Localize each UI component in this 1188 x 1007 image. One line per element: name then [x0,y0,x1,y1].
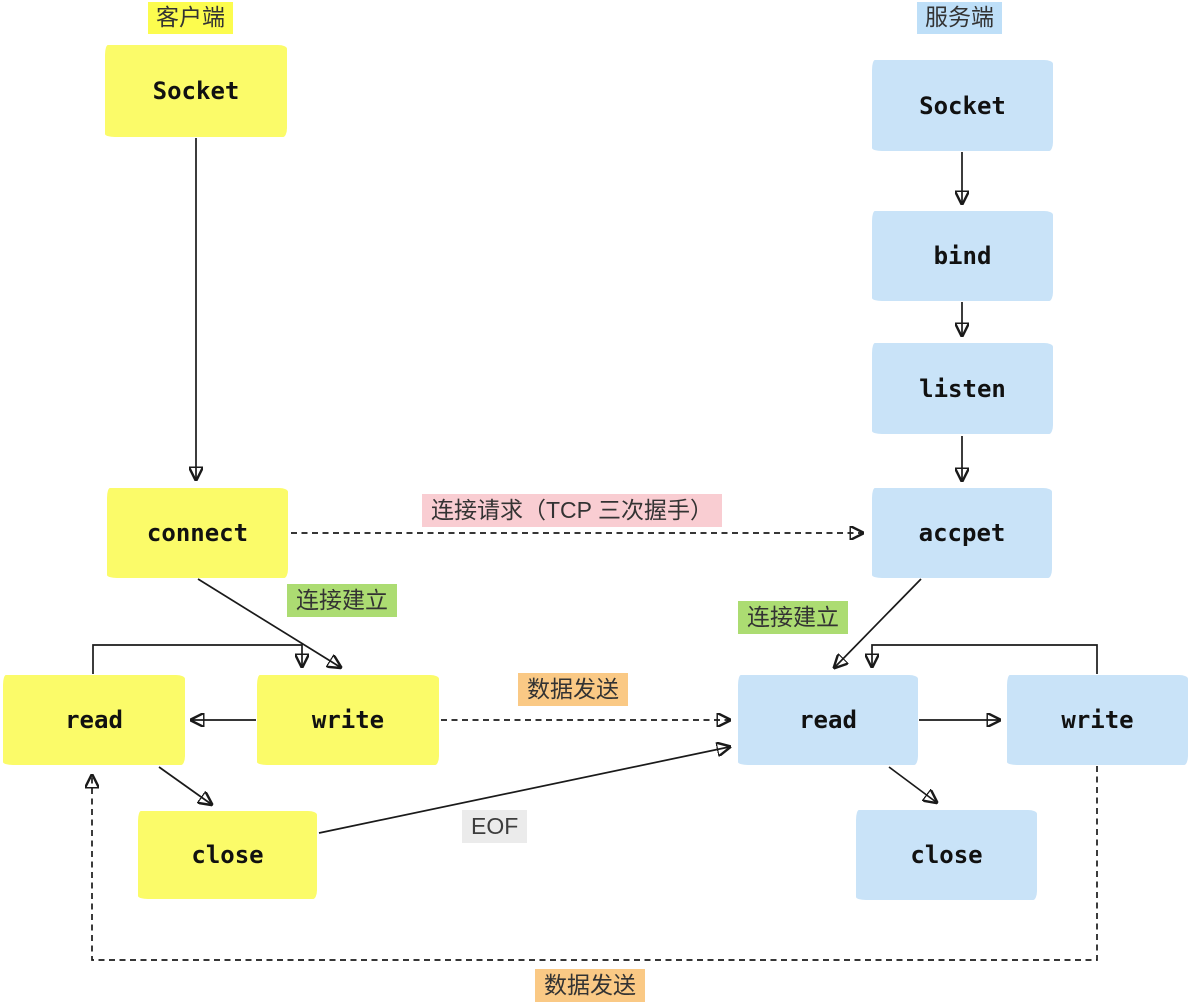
arrow-client-read-loop-to-write [92,644,302,674]
arrow-client-read-to-close [158,766,211,804]
client-connect-node: connect [107,488,288,578]
arrow-server-write-loop-to-read [872,644,1098,674]
connection-established-label-server: 连接建立 [738,601,848,634]
client-write-node: write [257,675,439,765]
arrow-server-write-to-client-read-dashed [92,766,1098,961]
arrow-accpet-to-server-read [835,578,922,667]
arrow-eof-close-to-server-read [318,747,729,834]
data-send-label-mid: 数据发送 [518,673,628,706]
arrow-connect-to-client-write [197,578,340,667]
handshake-label: 连接请求（TCP 三次握手） [422,494,722,527]
server-accpet-node: accpet [872,488,1052,578]
server-column-tag: 服务端 [917,2,1002,34]
client-read-node: read [3,675,185,765]
server-listen-node: listen [872,343,1053,434]
connection-established-label-client: 连接建立 [287,584,397,617]
client-column-tag: 客户端 [148,2,233,34]
data-send-label-bottom: 数据发送 [535,969,645,1002]
server-close-node: close [856,810,1037,900]
arrow-server-read-to-close [888,766,936,802]
client-socket-node: Socket [105,45,287,137]
server-bind-node: bind [872,211,1053,301]
server-socket-node: Socket [872,60,1053,151]
server-read-node: read [738,675,918,765]
eof-label: EOF [462,810,528,843]
server-write-node: write [1007,675,1188,765]
client-close-node: close [138,811,317,899]
